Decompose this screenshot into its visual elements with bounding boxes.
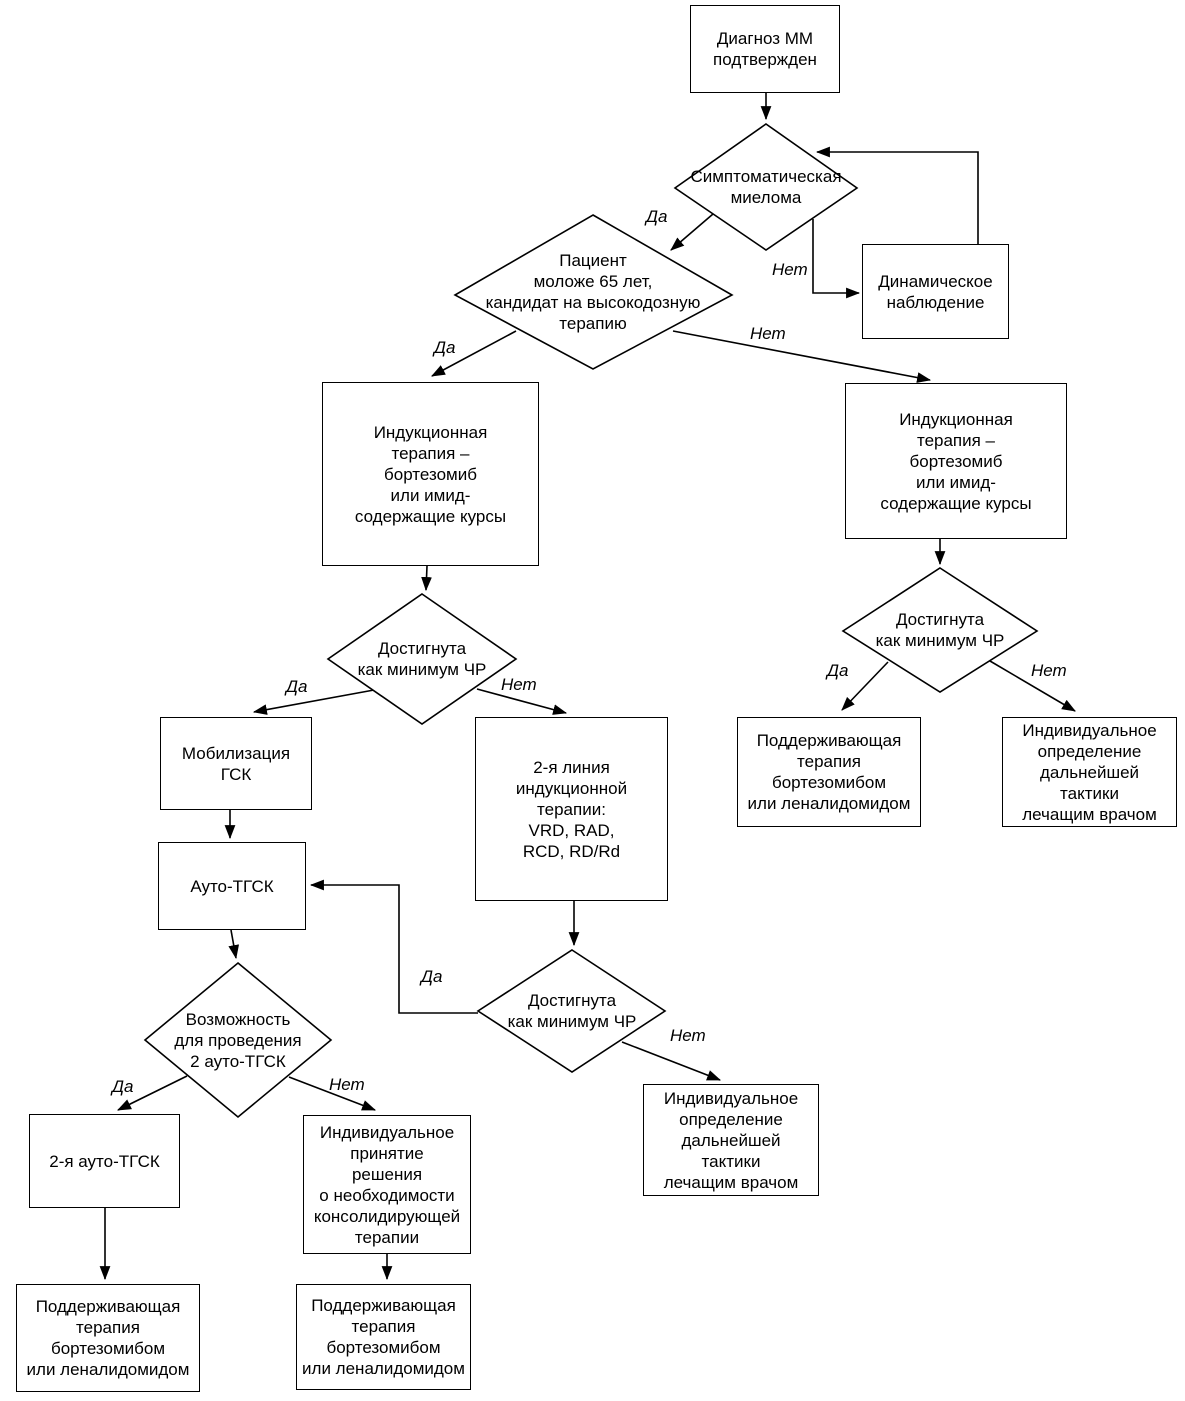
edge-response-second-no	[621, 1041, 722, 1081]
node-individual-mid: Индивидуальное определение дальнейшей та…	[643, 1084, 819, 1196]
node-auto-tgsk-text: Ауто-ТГСК	[190, 876, 274, 896]
edge-label-response-right-yes: Да	[827, 661, 849, 680]
decision-candidate-diamond	[453, 214, 734, 370]
node-individual-decision: Индивидуальное принятие решения о необхо…	[303, 1115, 471, 1254]
edge-possibility-yes	[117, 1075, 188, 1111]
decision-symptomatic-diamond	[673, 123, 859, 251]
edge-response-right-no	[989, 660, 1076, 712]
node-diagnosis: Диагноз ММ подтвержден	[690, 5, 840, 93]
edge-label-response-right-no: Нет	[1031, 661, 1067, 680]
edge-label-response-left-no: Нет	[501, 675, 537, 694]
node-maintenance-right-text: Поддерживающая терапия бортезомибом или …	[747, 731, 911, 813]
edge-auto-to-possibility	[228, 929, 240, 960]
edge-response-left-yes	[252, 689, 375, 715]
edge-candidate-no	[672, 330, 932, 383]
edge-response-second-yes	[309, 879, 478, 1014]
node-induction-left-text: Индукционная терапия – бортезомиб или им…	[354, 422, 507, 526]
node-auto-tgsk: Ауто-ТГСК	[158, 842, 306, 930]
node-individual-right: Индивидуальное определение дальнейшей та…	[1002, 717, 1177, 827]
node-individual-right-text: Индивидуальное определение дальнейшей та…	[1022, 720, 1157, 824]
edge-label-possibility-yes: Да	[112, 1077, 134, 1096]
edge-label-symptomatic-yes: Да	[646, 207, 668, 226]
edge-induction-left-to-response	[421, 565, 432, 592]
edge-label-response-second-yes: Да	[421, 967, 443, 986]
node-individual-mid-text: Индивидуальное определение дальнейшей та…	[663, 1088, 799, 1192]
edge-response-left-no	[476, 688, 568, 715]
edge-label-candidate-yes: Да	[434, 338, 456, 357]
node-second-auto-text: 2-я ауто-ТГСК	[49, 1151, 160, 1171]
node-maintenance-left: Поддерживающая терапия бортезомибом или …	[16, 1284, 200, 1392]
node-mobilization-text: Мобилизация ГСК	[181, 743, 291, 784]
edge-symptomatic-no	[812, 219, 861, 299]
node-maintenance-right: Поддерживающая терапия бортезомибом или …	[737, 717, 921, 827]
node-induction-left: Индукционная терапия – бортезомиб или им…	[322, 382, 539, 566]
node-mobilization: Мобилизация ГСК	[160, 717, 312, 810]
edge-possibility-no	[288, 1076, 377, 1111]
edge-candidate-yes	[431, 330, 517, 377]
node-diagnosis-text: Диагноз ММ подтвержден	[713, 29, 817, 69]
node-dynamic-observation: Динамическое наблюдение	[862, 244, 1009, 339]
node-second-auto: 2-я ауто-ТГСК	[29, 1114, 180, 1208]
decision-possibility-diamond	[143, 961, 333, 1119]
node-maintenance-mid: Поддерживающая терапия бортезомибом или …	[296, 1284, 471, 1390]
edge-observation-feedback	[815, 146, 979, 245]
edge-symptomatic-yes	[670, 213, 714, 251]
node-induction-right-text: Индукционная терапия – бортезомиб или им…	[880, 409, 1032, 513]
node-second-line: 2-я линия индукционной терапии: VRD, RAD…	[475, 717, 668, 901]
edge-label-response-second-no: Нет	[670, 1026, 706, 1045]
edge-label-possibility-no: Нет	[329, 1075, 365, 1094]
node-maintenance-mid-text: Поддерживающая терапия бортезомибом или …	[302, 1296, 465, 1378]
node-induction-right: Индукционная терапия – бортезомиб или им…	[845, 383, 1067, 539]
decision-response-second-diamond	[476, 949, 667, 1073]
node-individual-decision-text: Индивидуальное принятие решения о необхо…	[313, 1122, 461, 1247]
node-second-line-text: 2-я линия индукционной терапии: VRD, RAD…	[515, 757, 628, 861]
edge-label-response-left-yes: Да	[286, 677, 308, 696]
node-dynamic-observation-text: Динамическое наблюдение	[878, 271, 993, 312]
node-maintenance-left-text: Поддерживающая терапия бортезомибом или …	[26, 1297, 190, 1379]
edge-label-candidate-no: Нет	[750, 324, 786, 343]
edge-response-right-yes	[841, 661, 889, 711]
edge-label-symptomatic-no: Нет	[772, 260, 808, 279]
decision-response-right-diamond	[841, 567, 1039, 693]
decision-response-left-diamond	[326, 593, 518, 725]
